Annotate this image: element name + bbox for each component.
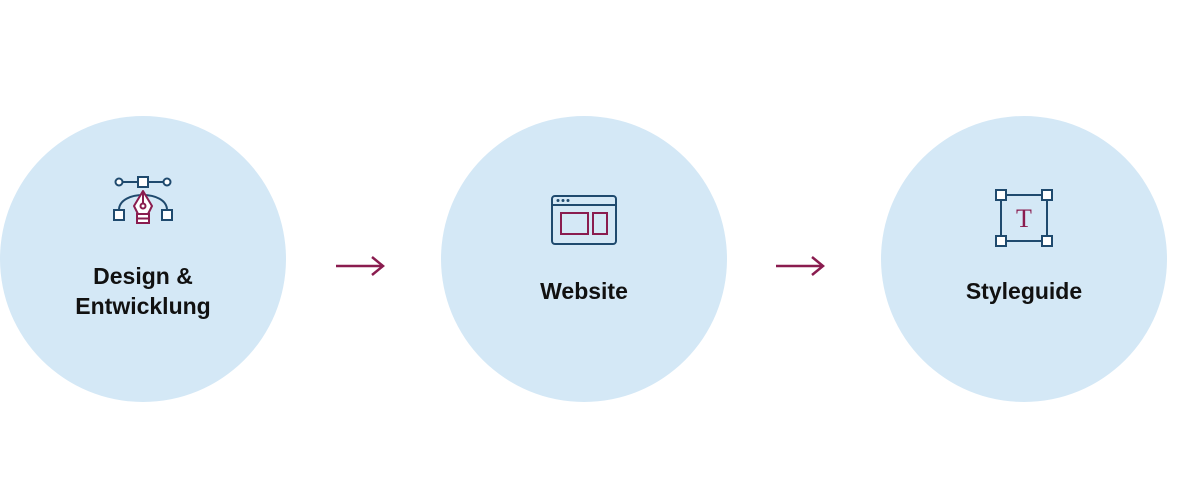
arrow-right-icon — [336, 256, 385, 276]
step-website: Website — [441, 116, 727, 402]
step-label: Styleguide — [965, 278, 1083, 304]
step-design-entwicklung: Design & Entwicklung — [0, 116, 286, 402]
step-label-line2: Entwicklung — [75, 293, 211, 319]
arrow-right-icon — [776, 256, 825, 276]
step-label: Design & Entwicklung — [0, 261, 286, 321]
step-label-line1: Design & — [93, 263, 193, 289]
text-frame-icon: T — [995, 189, 1053, 247]
step-styleguide: T Styleguide — [881, 116, 1167, 402]
pen-tool-icon — [113, 176, 173, 224]
text-frame-glyph: T — [1016, 204, 1032, 233]
step-label: Website — [540, 278, 628, 304]
browser-window-icon — [551, 195, 617, 245]
